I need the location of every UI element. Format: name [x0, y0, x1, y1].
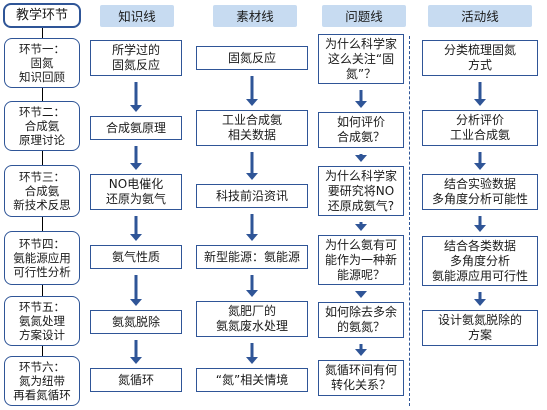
knowledge-arrow-2: [130, 146, 142, 170]
activity-2: 分析评价 工业合成氨: [422, 110, 538, 146]
question-2: 如何评价 合成氨？: [318, 112, 404, 148]
question-6: 氮循环间有何 转化关系？: [318, 360, 404, 396]
knowledge-2: 合成氨原理: [90, 116, 182, 140]
activity-arrow-4: [474, 292, 486, 306]
stage-5: 环节五： 氨氮处理 方案设计: [4, 296, 80, 346]
activity-5: 设计氨氮脱除的 方案: [422, 310, 538, 346]
material-arrow-1: [246, 76, 258, 106]
question-arrow-4: [355, 291, 367, 298]
material-2: 工业合成氨 相关数据: [196, 110, 308, 146]
material-arrow-4: [246, 275, 258, 297]
activity-3: 结合实验数据 多角度分析可能性: [422, 174, 538, 210]
question-1: 为什么科学家 这么关注“固 氮”？: [318, 34, 404, 84]
header-question: 问题线: [322, 5, 406, 27]
material-4: 新型能源：氨能源: [196, 245, 308, 269]
question-5: 如何除去多余 的氨氮？: [318, 302, 404, 338]
knowledge-arrow-4: [130, 275, 142, 306]
header-material: 素材线: [213, 5, 297, 27]
knowledge-arrow-5: [130, 340, 142, 364]
knowledge-5: 氨氮脱除: [90, 310, 182, 334]
activity-arrow-1: [474, 82, 486, 106]
activity-arrow-3: [474, 216, 486, 232]
activity-arrow-2: [474, 152, 486, 170]
knowledge-arrow-1: [130, 82, 142, 112]
stage-connector-line: [42, 28, 43, 406]
knowledge-arrow-3: [130, 216, 142, 241]
stage-3: 环节三： 合成氨 新技术反思: [4, 165, 80, 217]
knowledge-4: 氨气性质: [90, 245, 182, 269]
material-arrow-5: [246, 343, 258, 364]
question-arrow-5: [355, 344, 367, 356]
knowledge-6: 氮循环: [90, 368, 182, 392]
stage-6: 环节六： 氮为纽带 再看氮循环: [4, 356, 80, 406]
material-1: 固氮反应: [196, 46, 308, 70]
material-3: 科技前沿资讯: [196, 184, 308, 208]
stage-1: 环节一： 固氮 知识回顾: [4, 38, 80, 88]
question-arrow-3: [355, 222, 367, 231]
question-arrow-2: [355, 154, 367, 162]
header-activity: 活动线: [428, 5, 532, 27]
activity-4: 结合各类数据 多角度分析 氨能源应用可行性: [422, 236, 538, 286]
knowledge-3: NO电催化 还原为氨气: [90, 174, 182, 210]
question-arrow-1: [355, 90, 367, 108]
question-4: 为什么氨有可 能作为一种新 能源呢？: [318, 235, 404, 285]
question-3: 为什么科学家 要研究将NO 还原成氨气?: [318, 166, 404, 216]
material-5: 氮肥厂的 氨氮废水处理: [196, 301, 308, 337]
column-divider: [409, 36, 410, 406]
header-stages: 教学环节: [3, 3, 81, 28]
activity-1: 分类梳理固氮 方式: [422, 40, 538, 76]
stage-4: 环节四： 氨能源应用 可行性分析: [4, 231, 80, 285]
knowledge-1: 所学过的 固氮反应: [90, 40, 182, 76]
material-6: “氮”相关情境: [196, 368, 308, 392]
header-knowledge: 知识线: [100, 5, 174, 27]
material-arrow-2: [246, 152, 258, 180]
stage-2: 环节二： 合成氨 原理讨论: [4, 101, 80, 151]
material-arrow-3: [246, 214, 258, 241]
